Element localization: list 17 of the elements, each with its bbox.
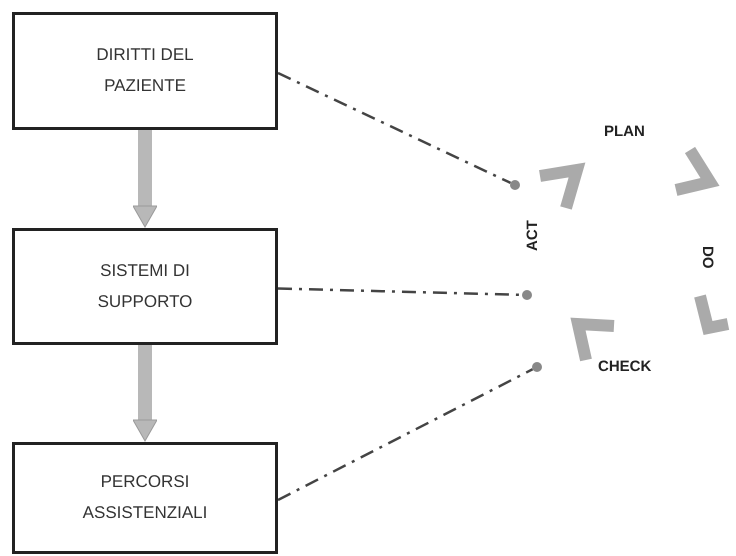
block-arrow: [132, 345, 158, 442]
box-label: SISTEMI DI SUPPORTO: [96, 260, 194, 312]
endpoint-dot: [532, 362, 542, 372]
endpoint-dot: [522, 290, 532, 300]
endpoint-dot: [510, 180, 520, 190]
cycle-phase-label: DO: [699, 246, 716, 268]
dash-dot-line: [277, 72, 512, 184]
dash-dot-line: [277, 368, 534, 502]
cycle-phase-label: PLAN: [604, 123, 645, 140]
process-box: [12, 228, 278, 345]
process-box: [12, 12, 278, 130]
block-arrow: [132, 130, 158, 228]
cycle-phase-label: ACT: [524, 220, 541, 251]
process-box: [12, 442, 278, 554]
cycle-phase-label: CHECK: [598, 358, 652, 375]
box-label: DIRITTI DEL PAZIENTE: [95, 44, 195, 97]
box-label: PERCORSI ASSISTENZIALI: [82, 471, 208, 524]
